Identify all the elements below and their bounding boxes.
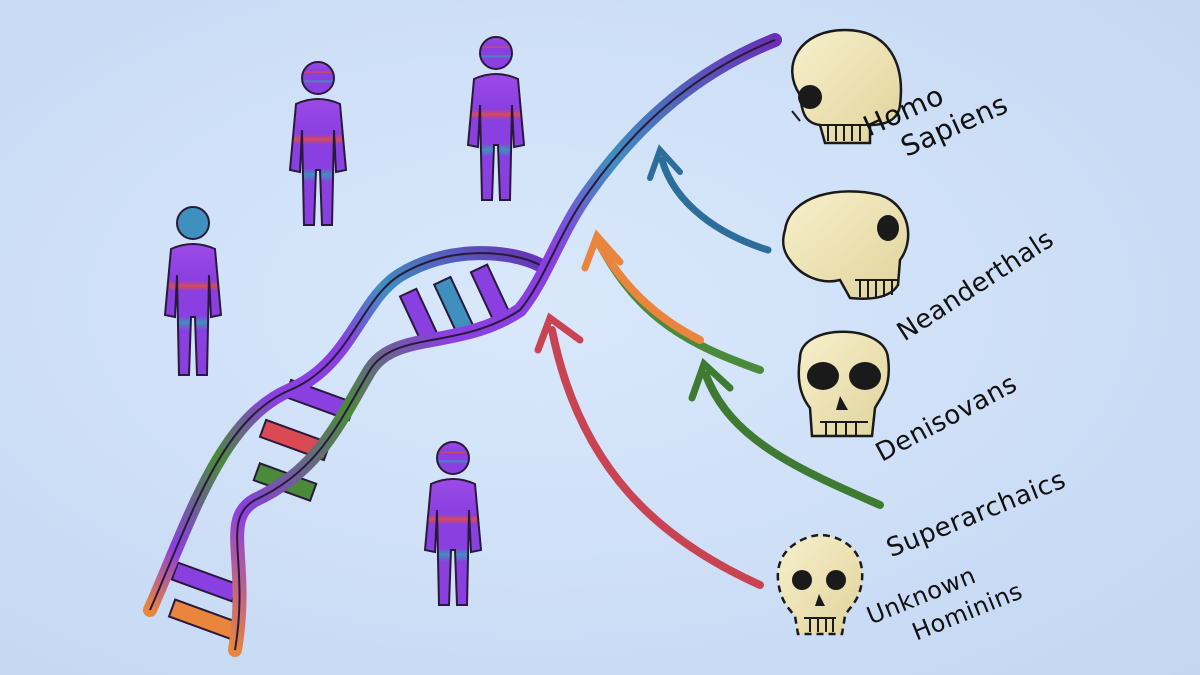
arrow-icon <box>534 312 764 589</box>
arrow-icon <box>647 144 772 254</box>
skull-icon <box>781 190 910 300</box>
human-figure-icon <box>423 441 483 606</box>
skull-icon <box>791 28 903 145</box>
dna-helix-icon <box>143 33 782 657</box>
human-figure-icon <box>466 36 526 201</box>
skull-icon <box>797 330 891 438</box>
skull-icon <box>776 533 864 636</box>
arrow-icon <box>688 357 884 509</box>
human-figure-icon <box>163 206 223 376</box>
human-figure-icon <box>288 61 348 226</box>
arrow-icon <box>581 229 764 374</box>
